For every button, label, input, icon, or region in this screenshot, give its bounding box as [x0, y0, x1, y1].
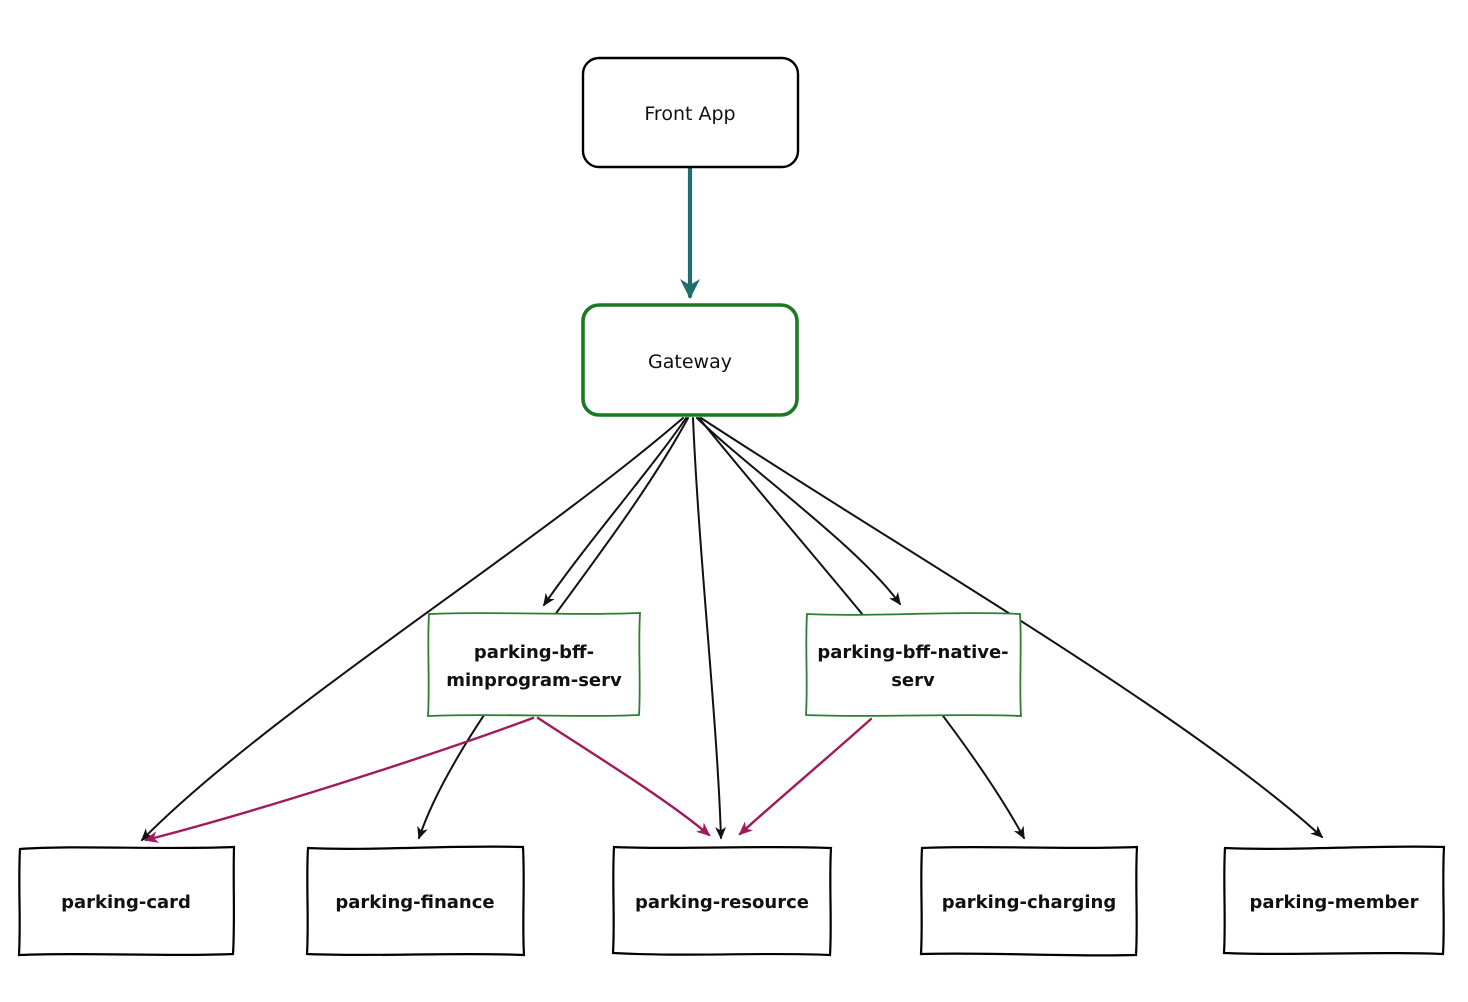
- node-parking-finance: [305, 845, 526, 957]
- node-label-bff-native-line2: serv: [891, 670, 935, 691]
- node-label-bff-minprogram-line1: parking-bff-: [474, 642, 594, 663]
- node-front-app: [581, 56, 800, 169]
- labels-layer: Front App Gateway parking-bff- minprogra…: [61, 103, 1418, 913]
- node-parking-bff-minprogram-serv: [427, 612, 641, 717]
- edge-gateway-parking-resource: [692, 417, 727, 840]
- node-label-parking-member: parking-member: [1250, 892, 1419, 913]
- node-label-parking-resource: parking-resource: [635, 892, 809, 913]
- node-label-bff-minprogram-line2: minprogram-serv: [446, 670, 622, 691]
- node-label-bff-native-line1: parking-bff-native-: [817, 642, 1008, 663]
- node-parking-charging: [919, 845, 1139, 957]
- edge-minprogram-parking-card: [144, 716, 535, 843]
- node-parking-resource: [611, 845, 833, 957]
- node-label-parking-charging: parking-charging: [942, 892, 1116, 913]
- edge-minprogram-parking-resource: [536, 716, 711, 837]
- node-gateway: [581, 303, 799, 417]
- node-label-front-app: Front App: [644, 103, 735, 125]
- node-label-parking-finance: parking-finance: [335, 892, 494, 913]
- edge-gateway-parking-member: [700, 417, 1324, 839]
- nodes-layer: [17, 56, 1446, 957]
- edges-layer: [140, 165, 1324, 843]
- edge-gateway-bff-minprogram: [543, 417, 687, 607]
- node-label-parking-card: parking-card: [61, 892, 191, 913]
- edge-gateway-bff-native: [696, 417, 901, 606]
- edge-gateway-parking-card: [140, 417, 684, 842]
- edge-native-parking-resource: [738, 717, 873, 836]
- node-parking-bff-native-serv: [805, 612, 1022, 717]
- node-label-gateway: Gateway: [648, 351, 732, 373]
- node-parking-member: [1222, 845, 1446, 956]
- node-parking-card: [17, 845, 236, 957]
